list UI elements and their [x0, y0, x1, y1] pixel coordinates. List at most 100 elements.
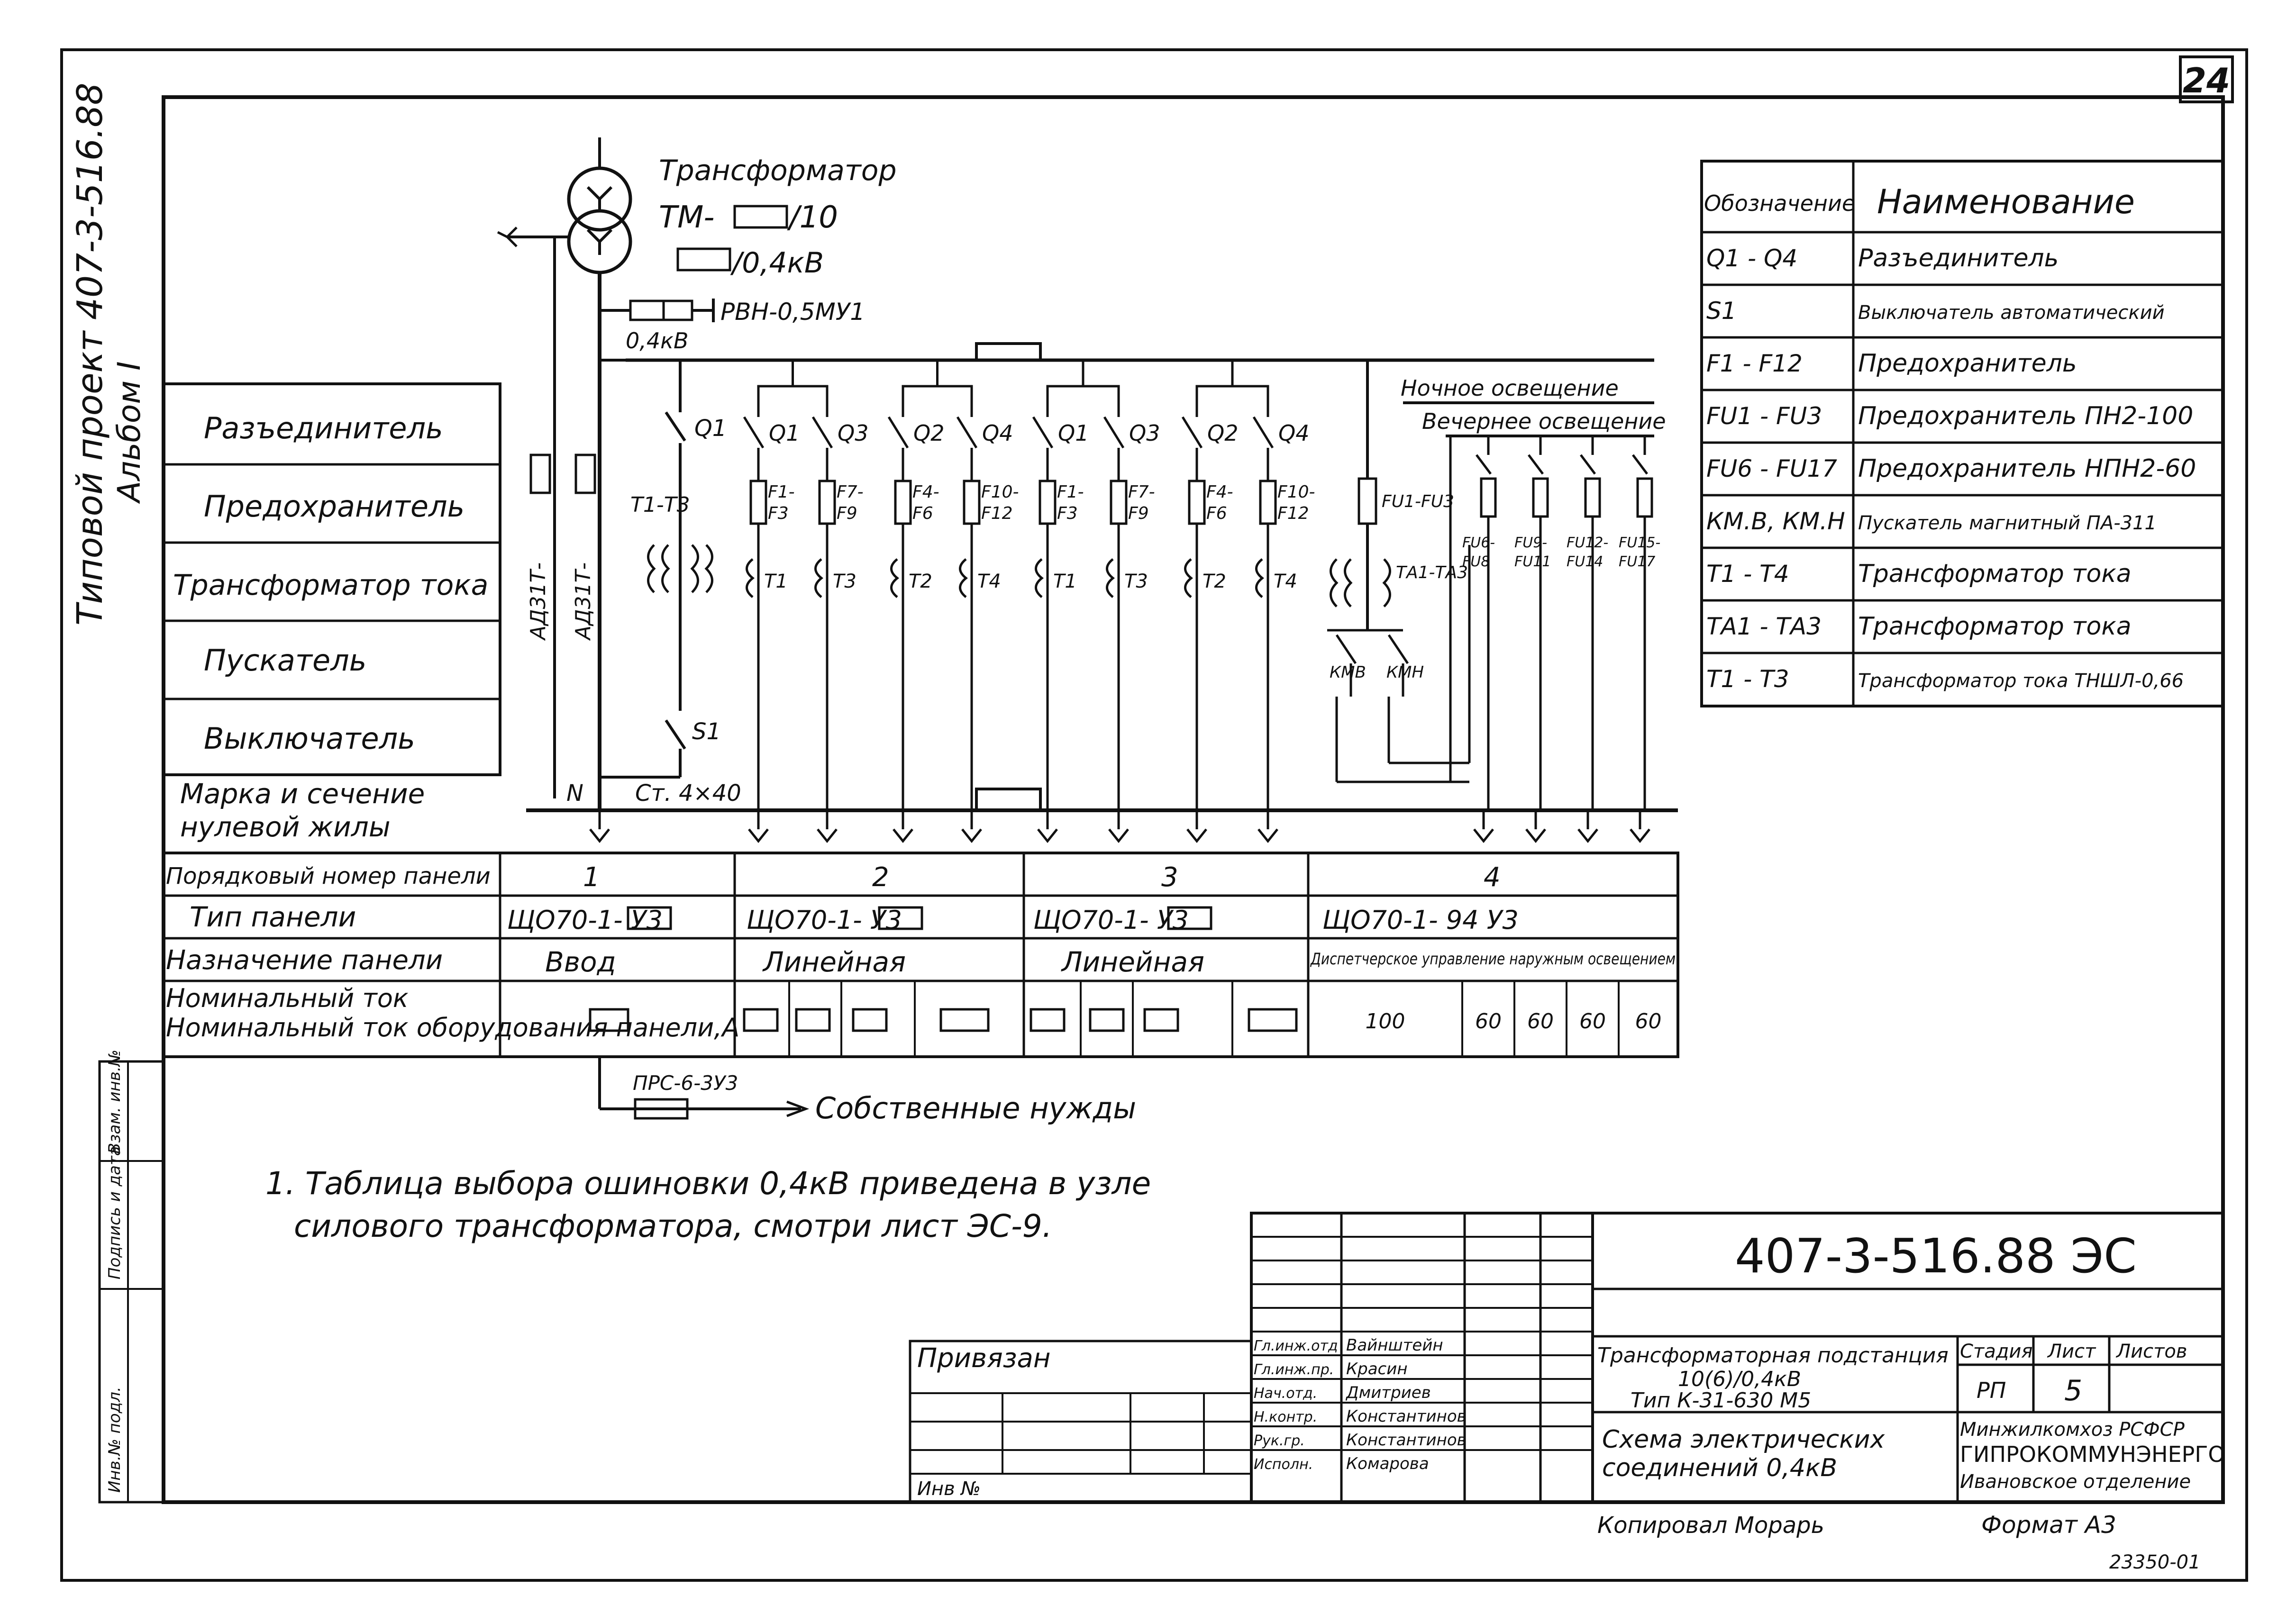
stage-header: Стадия	[1960, 1341, 2032, 1362]
feeders-group: Q1F1-F3T1Q3F7-F9T3Q2F4-F6T2Q4F10-F12T4Q1…	[589, 360, 1650, 843]
feeder-ct-label: T1	[1053, 571, 1077, 592]
staff-name: Дмитриев	[1345, 1383, 1431, 1402]
feeder-ct-label: T2	[909, 571, 932, 592]
object-line-3: Тип К-31-630 М5	[1631, 1388, 1811, 1413]
aux-label: Собственные нужды	[815, 1091, 1136, 1125]
fuse-symbol	[1259, 480, 1277, 525]
kmn-label: КМН	[1386, 663, 1424, 682]
feeder-fuse-label-bottom: F9	[837, 504, 857, 523]
feeder-q-label: Q4	[982, 420, 1013, 446]
ground-arrow	[1257, 828, 1278, 843]
ground-arrow	[1037, 828, 1058, 843]
legend-designation: F1 - F12	[1706, 350, 1803, 377]
feeder-fuse-label-bottom: F12	[1277, 504, 1309, 523]
current-value-box	[589, 1008, 629, 1032]
panel-4-current: 60	[1579, 1009, 1606, 1034]
fu-group-3: FU12-FU14	[1567, 436, 1608, 810]
row-label-starter: Пускатель	[204, 643, 366, 678]
input-chain	[600, 359, 713, 779]
legend-name: Предохранитель ПН2-100	[1858, 402, 2193, 430]
panel-2-type-box	[878, 906, 923, 930]
ground-arrow	[589, 828, 610, 843]
feeder-fuse-label-top: F4-	[1206, 482, 1233, 502]
panel-2-purpose: Линейная	[762, 946, 906, 978]
feeder-fuse-label-top: F10-	[1277, 482, 1315, 502]
current-value-box	[939, 1008, 990, 1032]
feeder-ct-label: T2	[1203, 571, 1226, 592]
ct-symbol	[890, 558, 899, 598]
panel-1-purpose: Ввод	[545, 946, 616, 978]
org-line-2: ГИПРОКОММУНЭНЕРГО	[1960, 1442, 2225, 1467]
legend-name: Выключатель автоматический	[1858, 302, 2165, 324]
panel-table	[162, 852, 1679, 1058]
feeder-q-label: Q3	[838, 420, 868, 446]
feeder-ct-label: T3	[833, 571, 856, 592]
staff-name: Константинов	[1346, 1407, 1467, 1426]
fu-main-label: FU1-FU3	[1382, 492, 1454, 511]
neutral-busbar	[526, 788, 1678, 812]
current-value-box	[1143, 1008, 1179, 1032]
fuse-symbol	[1110, 480, 1128, 525]
fu-group-label-bottom: FU11	[1514, 553, 1551, 570]
transformer-symbol	[497, 137, 632, 810]
ct-symbol	[1255, 558, 1264, 598]
feeder-fuse-label-bottom: F3	[1057, 504, 1078, 523]
current-value-box	[1248, 1008, 1298, 1032]
legend-designation: КМ.В, КМ.Н	[1706, 508, 1845, 535]
current-value-box	[795, 1008, 831, 1032]
panel-4-type: ЩО70-1- 94 У3	[1322, 905, 1519, 935]
lighting-section	[1327, 360, 1654, 783]
current-value-box	[1030, 1008, 1066, 1032]
transformer-title: Трансформатор	[659, 154, 897, 187]
panel-2-type: ЩО70-1- У3	[747, 905, 902, 935]
fuse-symbol	[963, 480, 981, 525]
fu-group-4: FU15-FU17	[1619, 436, 1660, 810]
legend-name: Трансформатор тока	[1858, 560, 2132, 588]
legend-designation: ТА1 - ТА3	[1706, 613, 1822, 640]
feeder-fuse-label-top: F7-	[837, 482, 864, 502]
current-value-box	[852, 1008, 888, 1032]
panel-header-purpose: Назначение панели	[166, 945, 443, 976]
stamp-vzam-inv: Взам. инв.№	[105, 1050, 124, 1154]
ground-arrow	[893, 828, 913, 843]
legend-name: Предохранитель НПН2-60	[1858, 454, 2196, 483]
feeder-fuse-label-top: F10-	[981, 482, 1019, 502]
feeder-ct-label: T4	[977, 571, 1001, 592]
legend-designation: FU1 - FU3	[1706, 402, 1822, 430]
org-line-3: Ивановское отделение	[1960, 1471, 2191, 1493]
fuse-symbol	[1584, 477, 1601, 518]
sheet-number-box	[2179, 55, 2234, 103]
staff-role: Гл.инж.пр.	[1254, 1361, 1334, 1378]
fu-group-label-top: FU15-	[1619, 535, 1660, 551]
panel-header-number: Порядковый номер панели	[166, 863, 491, 889]
legend-table	[1700, 160, 2224, 707]
legend-designation: Т1 - Т3	[1706, 665, 1789, 693]
ad-right-label: АД31Т-	[571, 562, 595, 641]
input-ct-label: Т1-Т3	[630, 493, 690, 517]
row-label-ct: Трансформатор тока	[173, 569, 488, 602]
ct-symbol	[746, 558, 755, 598]
disconnector-symbol	[1103, 416, 1125, 449]
fu-group-label-top: FU9-	[1514, 535, 1547, 551]
panel-1-number: 1	[583, 862, 600, 893]
note-line-1: 1. Таблица выбора ошиновки 0,4кВ приведе…	[265, 1165, 1151, 1202]
fu-group-label-bottom: FU8	[1462, 553, 1490, 570]
object-line-2: 10(6)/0,4кВ	[1678, 1367, 1801, 1391]
current-value-box	[743, 1008, 779, 1032]
legend-name: Трансформатор тока ТНШЛ-0,66	[1858, 670, 2184, 692]
ad-left-box	[529, 453, 551, 494]
aux-line	[598, 1057, 810, 1120]
sheet-number: 24	[2183, 61, 2230, 100]
side-project-text: Типовой проект 407-3-516.88	[70, 82, 110, 626]
panel-3-purpose: Линейная	[1061, 946, 1204, 978]
bound-label: Привязан	[917, 1343, 1050, 1374]
disconnector-symbol	[1252, 416, 1274, 449]
panel-header-type: Тип панели	[190, 901, 356, 933]
row-label-disconnector: Разъединитель	[204, 411, 443, 445]
disconnector-symbol	[887, 416, 909, 449]
